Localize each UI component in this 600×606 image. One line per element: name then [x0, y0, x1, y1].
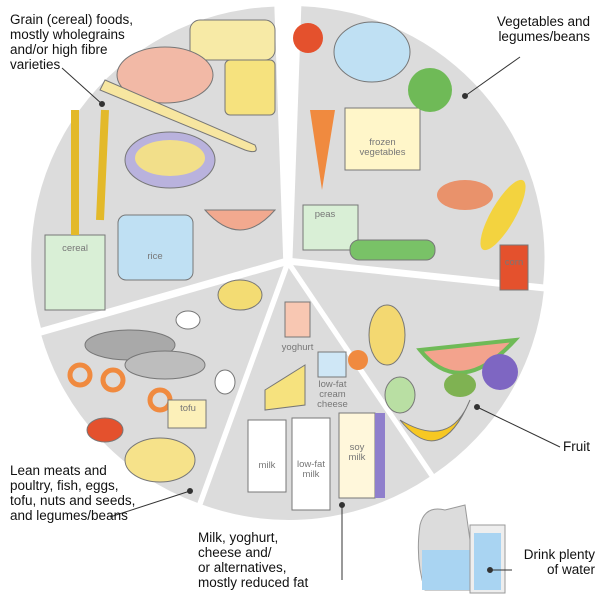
grain-group-label: Grain (cereal) foods, mostly wholegrains…	[10, 12, 134, 72]
soy-milk-label: soy milk	[348, 442, 366, 463]
milk-label: milk	[258, 460, 276, 471]
corn-label: corn	[504, 257, 524, 268]
tofu-label: tofu	[180, 403, 196, 414]
peas-label: peas	[314, 209, 336, 220]
dairy-group-label: Milk, yoghurt, cheese and/ or alternativ…	[198, 530, 309, 590]
fruit-wedge	[293, 265, 544, 475]
low-fat-milk-label: low-fat milk	[297, 459, 325, 480]
fruit-foods	[348, 304, 521, 442]
protein-group-label: Lean meats and poultry, fish, eggs, tofu…	[10, 463, 136, 523]
grain-foods	[44, 19, 277, 311]
water-jug-and-glass	[417, 504, 506, 594]
fruit-group-label: Fruit	[563, 439, 590, 454]
vegetable-foods	[293, 21, 529, 291]
cream-cheese-label: low-fat cream cheese	[317, 379, 348, 410]
cereal-label: cereal	[62, 243, 88, 254]
protein-foods	[67, 279, 263, 483]
yoghurt-label: yoghurt	[281, 342, 314, 353]
rice-label: rice	[147, 251, 163, 262]
vegetables-group-label: Vegetables and legumes/beans	[496, 14, 590, 44]
leader-lines	[61, 56, 561, 580]
dairy-foods	[247, 301, 385, 511]
water-label: Drink plenty of water	[523, 547, 595, 577]
protein-wedge	[41, 266, 284, 503]
frozen-vegetables-label: frozen vegetables	[359, 137, 406, 158]
